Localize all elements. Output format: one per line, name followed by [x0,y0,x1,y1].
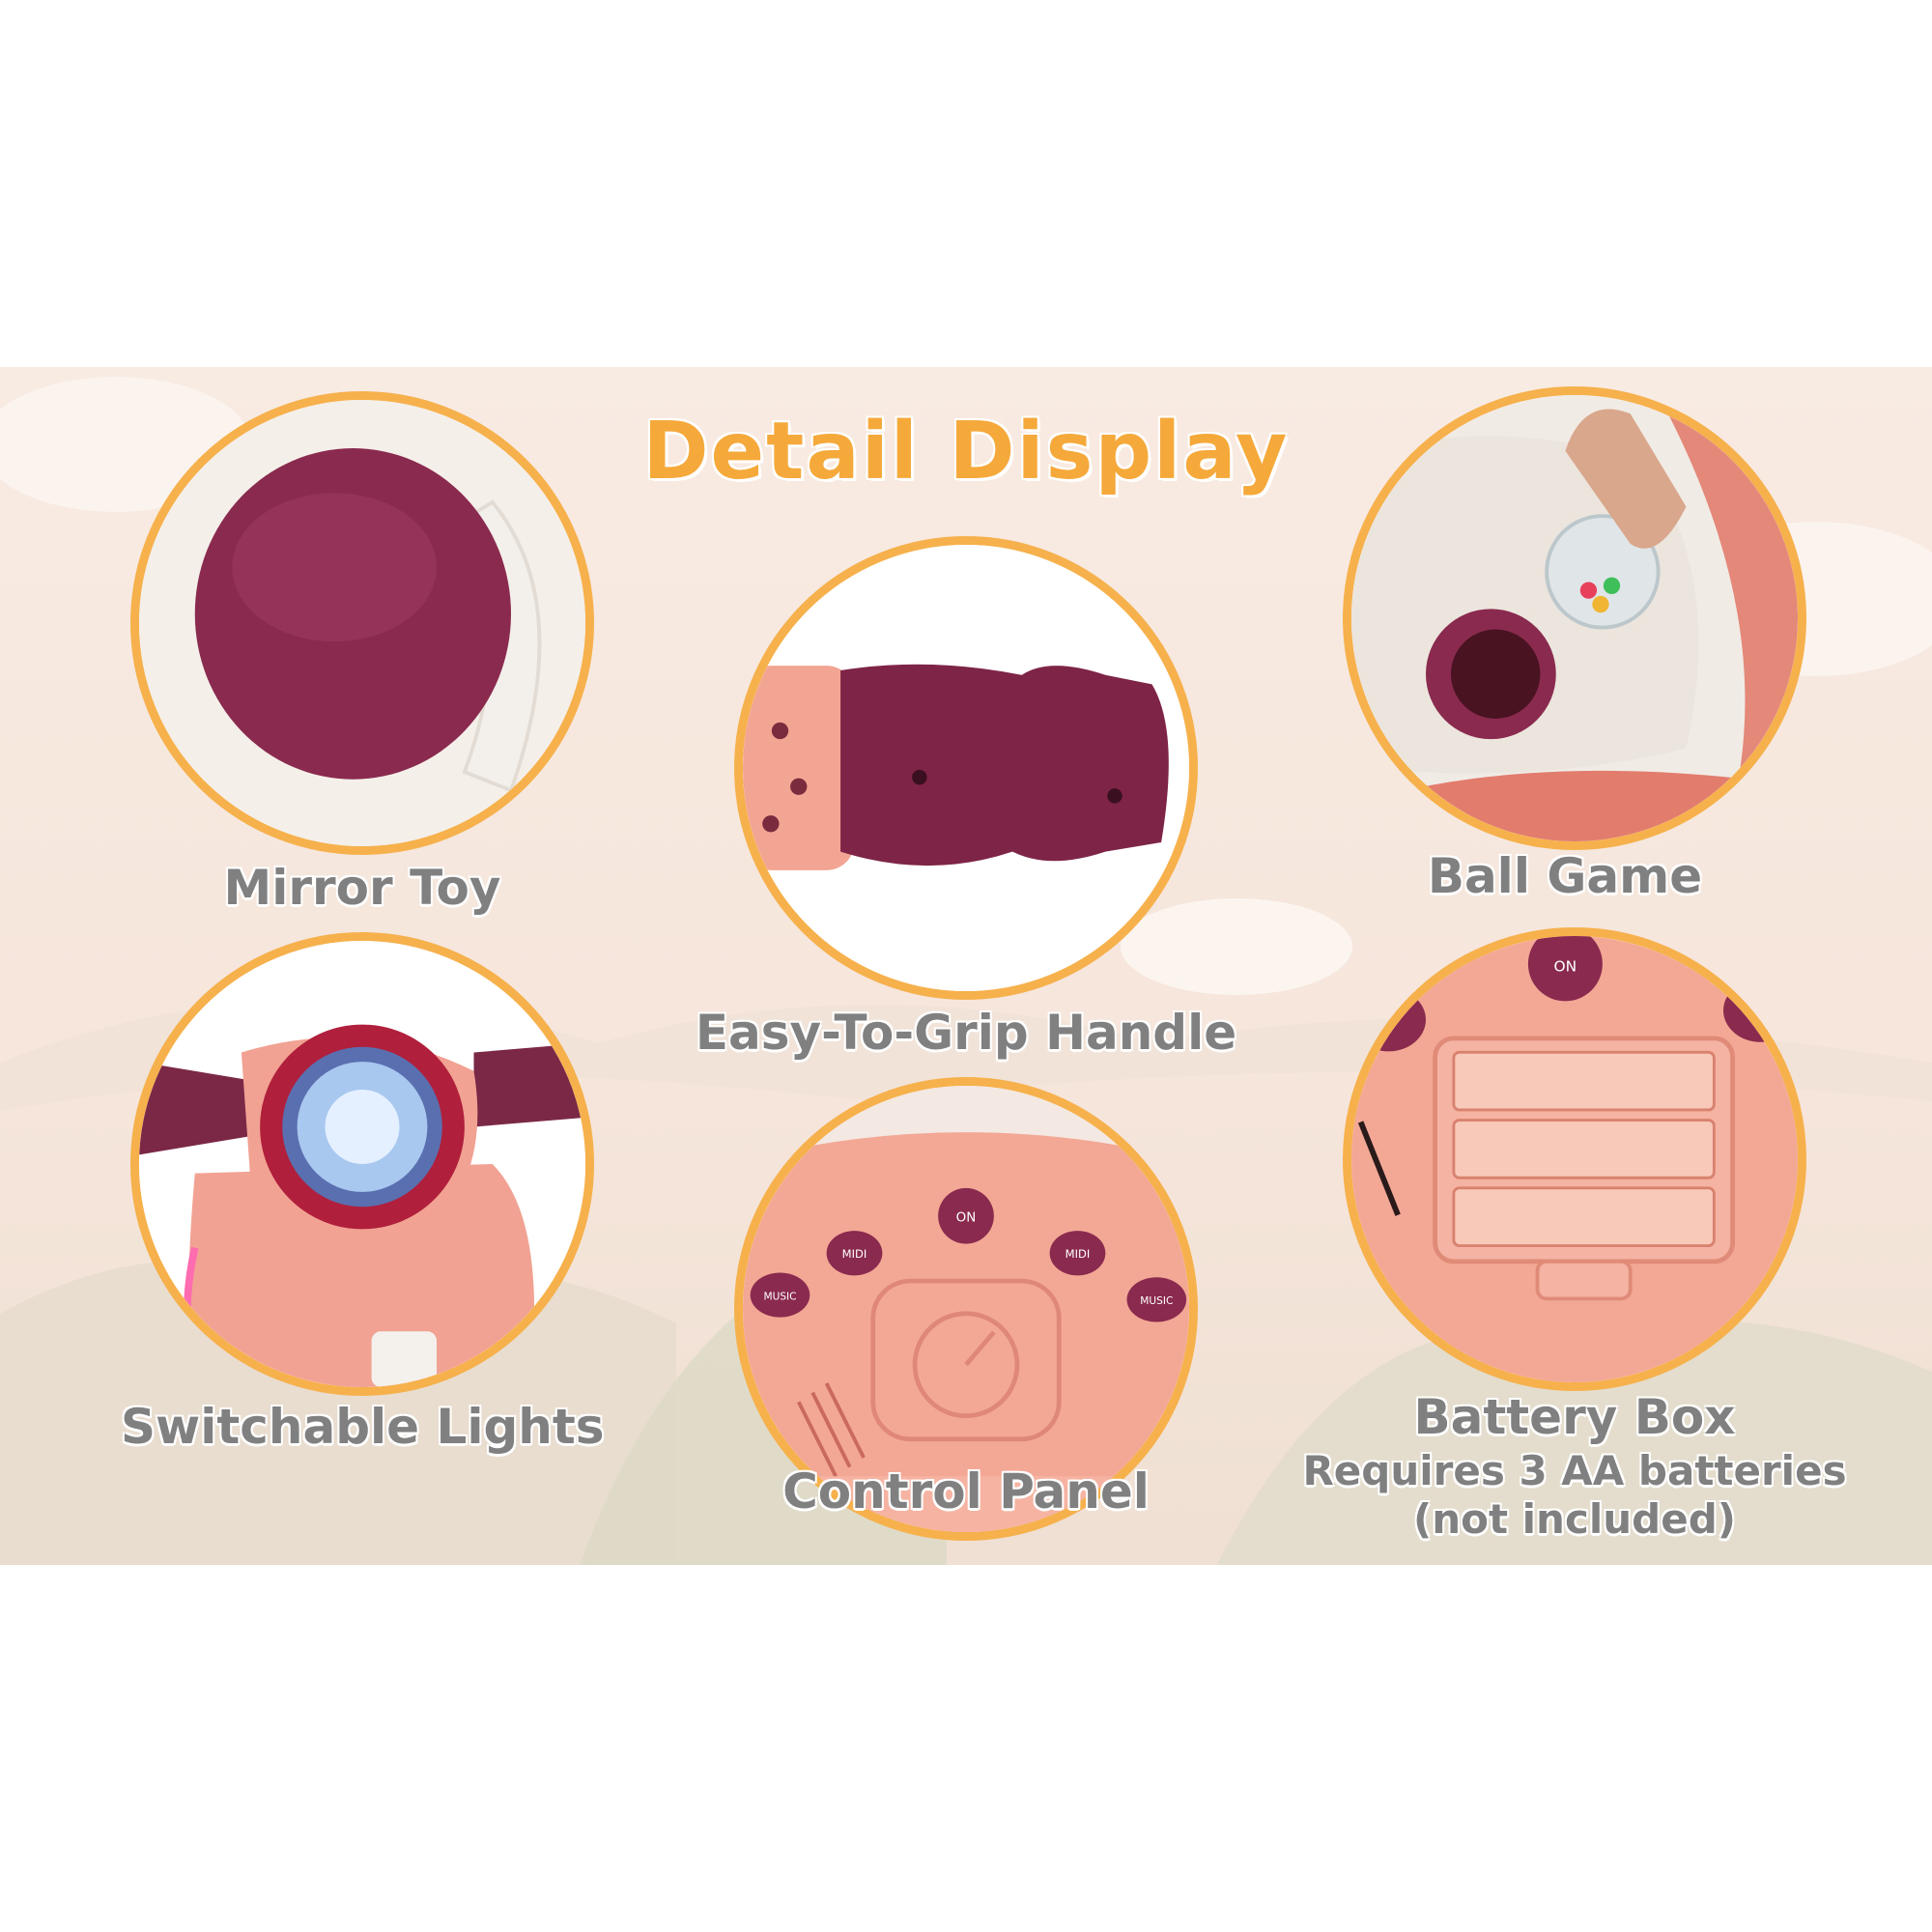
battery-note-line1: Requires 3 AA batteries [1302,1447,1847,1494]
music-left-text: MUSIC [763,1291,796,1302]
mirror-toy-image [139,400,585,846]
page-title: Detail Display [642,406,1290,497]
mirror-toy-label: Mirror Toy [223,860,501,916]
lights-label: Switchable Lights [121,1399,605,1455]
battery-on-text: ON [1554,958,1577,976]
on-button-text: ON [956,1210,977,1226]
mirror-toy-circle [130,391,594,855]
handle-circle [734,536,1198,1000]
battery-box-circle: ON [1343,927,1806,1391]
ball-game-image [1351,395,1798,841]
battery-note-line2: (not included) [1413,1495,1736,1543]
detail-banner: Detail Display Mirror Toy Easy-To-Grip H… [0,367,1932,1565]
battery-box-image: ON [1351,936,1798,1382]
control-panel-circle: ON MIDI MIDI MUSIC MUSIC [734,1077,1198,1541]
midi-right-text: MIDI [1065,1247,1091,1261]
control-panel-label: Control Panel [782,1463,1150,1520]
midi-left-text: MIDI [842,1247,867,1261]
ball-game-label: Ball Game [1427,848,1703,904]
control-panel-image: ON MIDI MIDI MUSIC MUSIC [743,1086,1189,1532]
handle-image [743,545,1189,991]
music-right-text: MUSIC [1140,1295,1173,1307]
handle-label: Easy-To-Grip Handle [695,1005,1237,1061]
lights-image [139,941,585,1387]
lights-circle [130,932,594,1396]
battery-box-label: Battery Box [1413,1389,1736,1445]
ball-game-circle [1343,386,1806,850]
